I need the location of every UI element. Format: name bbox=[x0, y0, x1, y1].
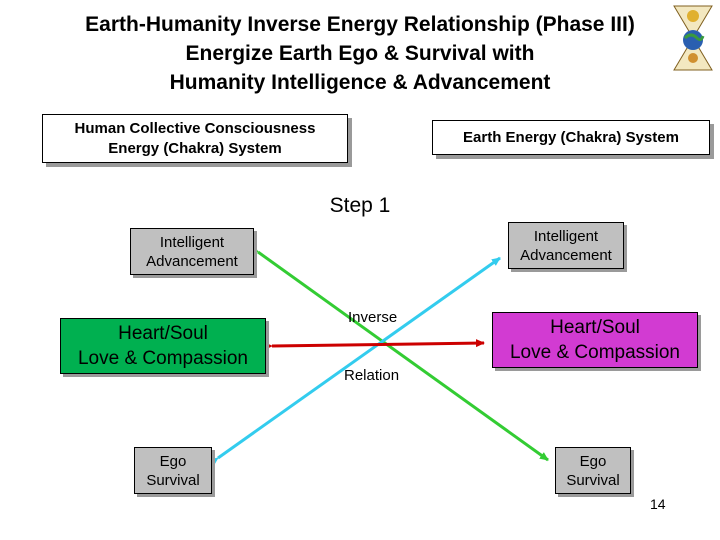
left-heart-line-2: Love & Compassion bbox=[77, 348, 249, 369]
slide-title: Earth-Humanity Inverse Energy Relationsh… bbox=[0, 10, 720, 97]
earth-header-label: Earth Energy (Chakra) System bbox=[463, 128, 679, 146]
earth-chakra-system-header: Earth Energy (Chakra) System bbox=[432, 120, 710, 155]
title-line-2: Energize Earth Ego & Survival with bbox=[185, 42, 535, 65]
right-intelligent-advancement-node: Intelligent Advancement bbox=[508, 222, 624, 269]
right-heart-soul-node: Heart/Soul Love & Compassion bbox=[492, 312, 698, 368]
page-number: 14 bbox=[650, 496, 666, 512]
left-ego-line-2: Survival bbox=[146, 471, 200, 489]
left-heart-line-1: Heart/Soul bbox=[118, 323, 208, 344]
human-chakra-system-header: Human Collective Consciousness Energy (C… bbox=[42, 114, 348, 163]
left-ego-survival-node: Ego Survival bbox=[134, 447, 212, 494]
left-intelligent-advancement-node: Intelligent Advancement bbox=[130, 228, 254, 275]
right-heart-line-1: Heart/Soul bbox=[550, 317, 640, 338]
title-line-1: Earth-Humanity Inverse Energy Relationsh… bbox=[85, 13, 635, 36]
right-intelligent-line-1: Intelligent bbox=[533, 227, 599, 245]
right-ego-line-1: Ego bbox=[579, 452, 607, 470]
right-ego-survival-node: Ego Survival bbox=[555, 447, 631, 494]
inverse-label: Inverse bbox=[348, 309, 398, 326]
relation-label: Relation bbox=[344, 367, 400, 384]
right-intelligent-line-2: Advancement bbox=[520, 246, 612, 264]
left-heart-soul-node: Heart/Soul Love & Compassion bbox=[60, 318, 266, 374]
cyan-arrow bbox=[209, 256, 501, 466]
human-header-line-1: Human Collective Consciousness bbox=[74, 119, 316, 137]
hourglass-globe-logo-icon bbox=[673, 5, 713, 71]
step-label: Step 1 bbox=[329, 194, 391, 217]
red-arrow bbox=[263, 339, 485, 351]
left-intelligent-line-2: Advancement bbox=[146, 252, 238, 270]
title-line-3: Humanity Intelligence & Advancement bbox=[169, 71, 551, 94]
human-header-line-2: Energy (Chakra) System bbox=[108, 139, 282, 157]
left-ego-line-1: Ego bbox=[159, 452, 187, 470]
right-heart-line-2: Love & Compassion bbox=[509, 342, 681, 363]
right-ego-line-2: Survival bbox=[566, 471, 620, 489]
left-intelligent-line-1: Intelligent bbox=[159, 233, 225, 251]
